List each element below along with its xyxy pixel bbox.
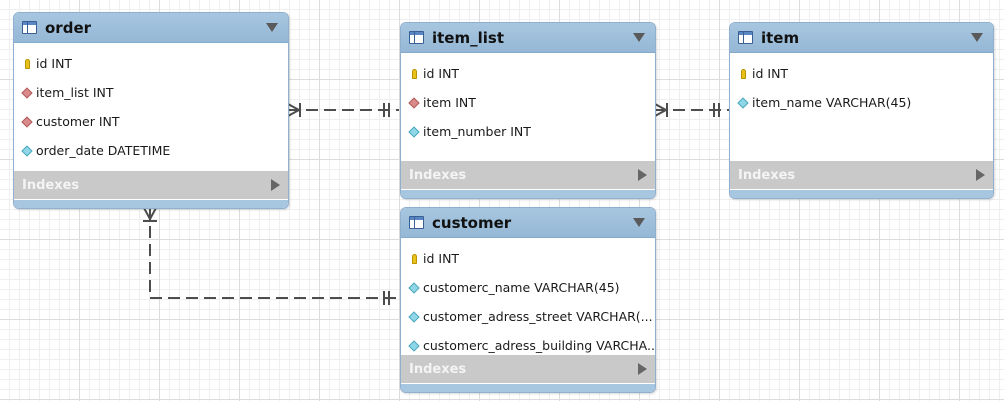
indexes-label: Indexes (409, 361, 467, 377)
column-diamond-icon (407, 339, 421, 352)
table-footer (730, 190, 993, 198)
relationship-order-item-list[interactable] (287, 103, 399, 117)
table-icon (409, 31, 424, 44)
expand-arrow-icon[interactable] (638, 363, 647, 375)
column-row[interactable]: id INT (14, 49, 288, 78)
column-row[interactable]: item_list INT (14, 78, 288, 107)
key-icon (736, 68, 750, 79)
column-diamond-icon (736, 96, 750, 109)
table-customer[interactable]: customer id INT customerc_name VARCHAR(4… (400, 207, 656, 393)
column-list: id INT item_list INT customer INT order_… (14, 43, 288, 165)
foreign-key-diamond-icon (20, 115, 34, 128)
column-row[interactable]: id INT (401, 244, 655, 273)
collapse-arrow-icon[interactable] (633, 218, 645, 227)
column-diamond-icon (20, 144, 34, 157)
column-row[interactable]: item_name VARCHAR(45) (730, 88, 993, 117)
collapse-arrow-icon[interactable] (633, 33, 645, 42)
table-header[interactable]: order (14, 13, 288, 43)
collapse-arrow-icon[interactable] (971, 33, 983, 42)
indexes-label: Indexes (409, 167, 467, 183)
relationship-order-customer[interactable] (143, 207, 399, 305)
column-row[interactable]: item INT (401, 88, 655, 117)
column-list: id INT item INT item_number INT (401, 53, 655, 146)
indexes-section[interactable]: Indexes (401, 161, 655, 189)
table-name: customer (432, 213, 512, 232)
column-row[interactable]: id INT (401, 59, 655, 88)
indexes-section[interactable]: Indexes (14, 171, 288, 199)
key-icon (407, 68, 421, 79)
column-row[interactable]: customer_adress_street VARCHAR(... (401, 302, 655, 331)
table-name: item_list (432, 28, 504, 47)
column-diamond-icon (407, 281, 421, 294)
column-row[interactable]: item_number INT (401, 117, 655, 146)
foreign-key-diamond-icon (407, 96, 421, 109)
column-row[interactable]: id INT (730, 59, 993, 88)
expand-arrow-icon[interactable] (638, 169, 647, 181)
expand-arrow-icon[interactable] (271, 179, 280, 191)
table-header[interactable]: item_list (401, 23, 655, 53)
relationship-item-list-item[interactable] (654, 103, 729, 117)
expand-arrow-icon[interactable] (976, 169, 985, 181)
indexes-label: Indexes (738, 167, 796, 183)
foreign-key-diamond-icon (20, 86, 34, 99)
column-list: id INT item_name VARCHAR(45) (730, 53, 993, 117)
table-header[interactable]: customer (401, 208, 655, 238)
table-header[interactable]: item (730, 23, 993, 53)
key-icon (407, 253, 421, 264)
indexes-section[interactable]: Indexes (401, 355, 655, 383)
table-item[interactable]: item id INT item_name VARCHAR(45) Indexe… (729, 22, 994, 199)
table-footer (401, 190, 655, 198)
table-order[interactable]: order id INT item_list INT customer INT … (13, 12, 289, 209)
table-footer (14, 200, 288, 208)
column-row[interactable]: customerc_name VARCHAR(45) (401, 273, 655, 302)
table-icon (409, 216, 424, 229)
column-row[interactable]: customer INT (14, 107, 288, 136)
key-icon (20, 58, 34, 69)
indexes-section[interactable]: Indexes (730, 161, 993, 189)
table-name: item (761, 28, 800, 47)
column-diamond-icon (407, 125, 421, 138)
indexes-label: Indexes (22, 177, 80, 193)
table-item-list[interactable]: item_list id INT item INT item_number IN… (400, 22, 656, 199)
table-icon (22, 21, 37, 34)
column-row[interactable]: customerc_adress_building VARCHA... (401, 331, 655, 360)
column-list: id INT customerc_name VARCHAR(45) custom… (401, 238, 655, 360)
table-icon (738, 31, 753, 44)
table-name: order (45, 18, 92, 37)
collapse-arrow-icon[interactable] (266, 23, 278, 32)
column-diamond-icon (407, 310, 421, 323)
column-row[interactable]: order_date DATETIME (14, 136, 288, 165)
table-footer (401, 384, 655, 392)
